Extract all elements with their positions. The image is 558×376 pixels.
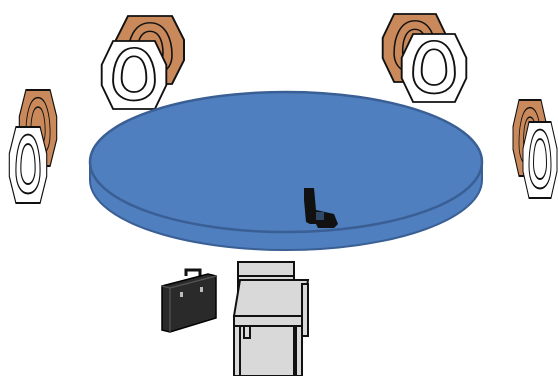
target-top-left: [102, 16, 184, 109]
target-far-left: [9, 90, 56, 203]
target-top-right: [383, 14, 467, 102]
briefcase-icon: [162, 270, 216, 332]
chair-icon: [234, 262, 308, 376]
round-table: [90, 92, 482, 250]
target-far-right: [513, 100, 557, 198]
